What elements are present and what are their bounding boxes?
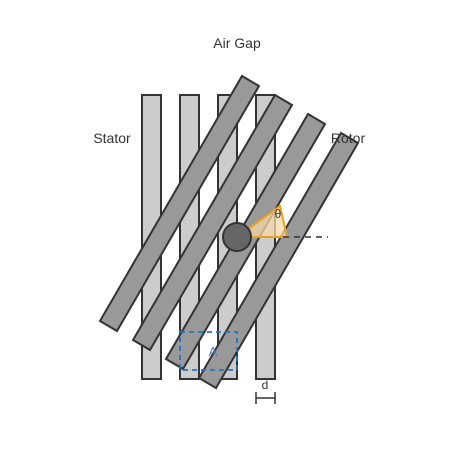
- rotor-label: Rotor: [331, 130, 366, 146]
- rotor-bar: [98, 74, 261, 333]
- pivot-point: [222, 222, 252, 252]
- area-box: [179, 331, 238, 371]
- spacing-marker: [255, 392, 276, 404]
- rotor-bar: [131, 93, 294, 352]
- theta-label: θ: [275, 207, 282, 221]
- stator-label: Stator: [93, 130, 131, 146]
- rotor-bar: [197, 131, 360, 390]
- air-gap-label: Air Gap: [213, 35, 261, 51]
- area-label: A: [209, 344, 218, 359]
- spacing-label: d: [262, 378, 269, 392]
